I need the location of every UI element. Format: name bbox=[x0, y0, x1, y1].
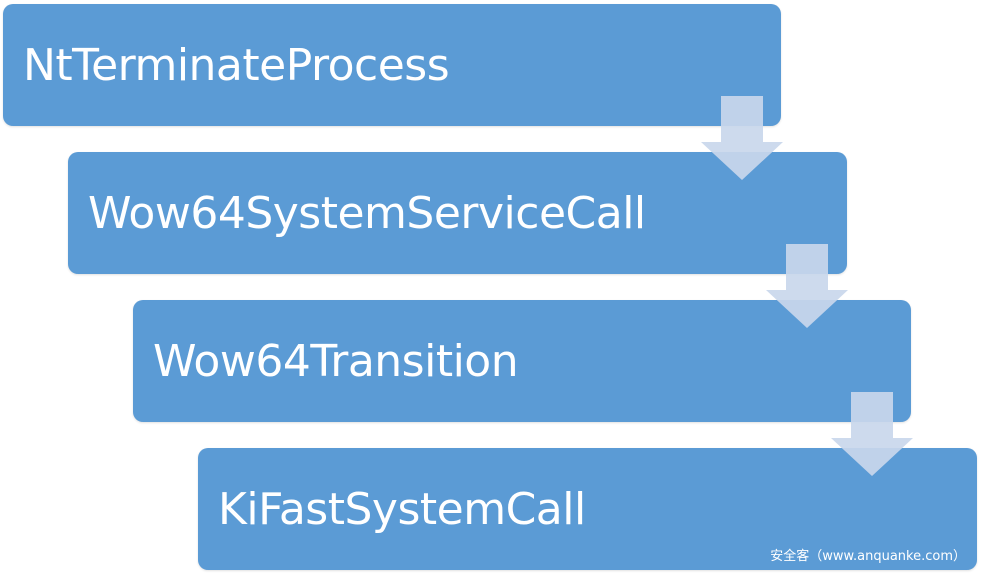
down-arrow-icon bbox=[831, 392, 913, 476]
step-label: Wow64SystemServiceCall bbox=[88, 187, 646, 239]
step-box-wow64-system-service-call: Wow64SystemServiceCall bbox=[68, 152, 847, 274]
down-arrow-icon bbox=[701, 96, 783, 180]
step-label: KiFastSystemCall bbox=[218, 483, 586, 535]
step-label: NtTerminateProcess bbox=[23, 39, 450, 91]
step-box-wow64-transition: Wow64Transition bbox=[133, 300, 911, 422]
step-box-nt-terminate-process: NtTerminateProcess bbox=[3, 4, 781, 126]
down-arrow-icon bbox=[766, 244, 848, 328]
watermark-text: 安全客（www.anquanke.com） bbox=[770, 549, 966, 564]
step-label: Wow64Transition bbox=[153, 335, 519, 387]
step-box-ki-fast-system-call: KiFastSystemCall bbox=[198, 448, 977, 570]
